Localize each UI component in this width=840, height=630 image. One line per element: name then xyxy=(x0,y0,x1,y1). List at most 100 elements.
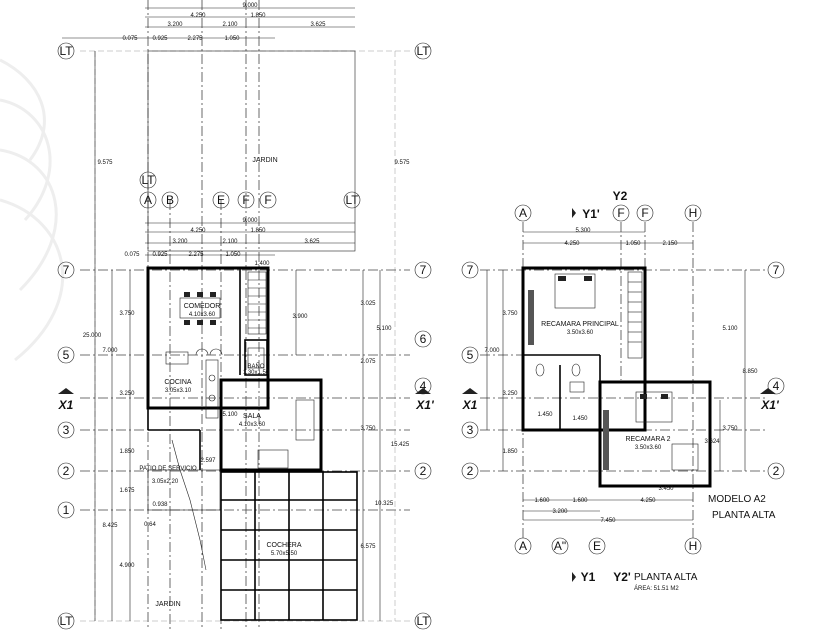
dim-r-top-c: 2.150 xyxy=(662,241,678,247)
dim-top-g: 0.925 xyxy=(152,36,168,42)
room-sala-size: 4.10x3.60 xyxy=(239,422,266,428)
dim-top-f: 0.075 xyxy=(122,36,138,42)
patio-path xyxy=(171,439,207,571)
row-2: 2 xyxy=(773,464,780,478)
dim-mid-extra: 1.400 xyxy=(254,261,270,267)
room-comedor: COMEDOR xyxy=(184,303,221,310)
dim-rr-2: 8.850 xyxy=(742,369,758,375)
toilet-fixture xyxy=(535,363,545,377)
dim-r-top-total: 5.300 xyxy=(575,228,591,234)
row-3: 3 xyxy=(63,423,70,437)
dim-small-3: 5.100 xyxy=(222,412,238,418)
room-recamara2-size: 3.50x3.60 xyxy=(635,445,662,451)
model-title: MODELO A2 xyxy=(708,494,766,505)
dim-inner-1: 1.450 xyxy=(537,412,553,418)
room-patio: PATIO DE SERVICIO xyxy=(139,466,197,472)
y1-marker-icon xyxy=(572,572,576,582)
dim-r-top-b: 1.050 xyxy=(625,241,641,247)
section-x1-label: X1 xyxy=(462,398,478,412)
desk-recamara2 xyxy=(671,443,699,471)
dim-left-9: 25.000 xyxy=(83,333,102,339)
right-right-dims: 5.100 8.850 3.750 3.624 xyxy=(704,270,758,471)
row-5: 5 xyxy=(467,348,474,362)
room-jardin-bottom: JARDIN xyxy=(155,601,180,608)
row-7: 7 xyxy=(420,263,427,277)
dim-r-top-a: 4.250 xyxy=(564,241,580,247)
bathroom-fixture xyxy=(247,347,265,369)
dim-right-4: 2.075 xyxy=(360,359,376,365)
row-2: 2 xyxy=(420,464,427,478)
dim-top-e: 3.625 xyxy=(310,22,326,28)
building-walls xyxy=(146,266,323,472)
watermark-swirl xyxy=(0,58,65,362)
lt-label: LT xyxy=(59,44,73,58)
y1-label: Y1 xyxy=(581,570,596,584)
toilet-fixture xyxy=(571,363,581,377)
dim-mid-b: 1.850 xyxy=(250,228,266,234)
row-7: 7 xyxy=(467,263,474,277)
dim-right-2: 3.025 xyxy=(360,301,376,307)
patio-outline xyxy=(147,469,221,511)
axis-a: A xyxy=(519,206,527,220)
right-axis-bubbles: A F F H Y2 Y1' xyxy=(514,189,702,222)
dim-mid-total: 9.000 xyxy=(242,218,258,224)
dim-left-7: 8.425 xyxy=(102,523,118,529)
room-cochera: COCHERA xyxy=(266,542,301,549)
room-bano: BAÑO xyxy=(247,363,264,370)
dim-left-5: 1.850 xyxy=(119,449,135,455)
level-title: PLANTA ALTA xyxy=(712,510,776,521)
dim-right-3: 3.900 xyxy=(292,314,308,320)
dim-inner-3: 3.450 xyxy=(658,486,674,492)
closet-principal xyxy=(528,290,534,345)
axis-e: E xyxy=(217,193,225,207)
row-7: 7 xyxy=(63,263,70,277)
right-stairs xyxy=(627,271,643,359)
row-4: 4 xyxy=(420,379,427,393)
dim-top-a: 4.250 xyxy=(190,13,206,19)
dim-right-5: 5.100 xyxy=(376,326,392,332)
dim-rb-4: 3.200 xyxy=(552,509,568,515)
row-axes xyxy=(80,269,410,511)
room-recamara2: RECAMARA 2 xyxy=(625,436,670,443)
axis-a-dprime: A" xyxy=(554,539,566,553)
dim-right-1: 9.575 xyxy=(394,160,410,166)
upper-floor-walls xyxy=(521,266,712,488)
y1p-label: Y1' xyxy=(582,207,600,221)
dim-rl-2: 7.000 xyxy=(484,348,500,354)
axis-f2: F xyxy=(641,206,648,220)
lt-markers: LT LT LT LT LT xyxy=(57,42,432,630)
dim-rb-5: 7.450 xyxy=(600,518,616,524)
dim-right-6: 3.750 xyxy=(360,426,376,432)
dim-mid-d: 2.100 xyxy=(222,239,238,245)
row-bubbles-left: 7 5 3 2 1 7 6 4 2 xyxy=(57,261,432,519)
jardin-lot-outline xyxy=(147,50,356,252)
bed-recamara2 xyxy=(635,391,673,423)
axis-h: H xyxy=(689,206,698,220)
dim-rr-3: 3.750 xyxy=(722,426,738,432)
dim-mid-i: 1.050 xyxy=(225,252,241,258)
row-3: 3 xyxy=(467,423,474,437)
axis-b: B xyxy=(166,193,174,207)
right-left-dims: 3.750 7.000 3.250 1.850 xyxy=(484,270,518,471)
axis-f: F xyxy=(617,206,624,220)
axis-a: A xyxy=(519,539,527,553)
dim-rl-4: 1.850 xyxy=(502,449,518,455)
sink-fixture xyxy=(569,381,585,393)
right-bottom-axes: A A" E H xyxy=(514,537,702,555)
dim-mid-g: 0.925 xyxy=(152,252,168,258)
dim-rb-1: 1.600 xyxy=(534,498,550,504)
room-jardin-top: JARDIN xyxy=(252,157,277,164)
left-dimension-column: 9.575 3.750 7.000 3.250 1.850 1.675 8.42… xyxy=(83,51,135,621)
top-dimension-chain: 9.000 4.250 1.850 3.200 2.100 3.625 0.07… xyxy=(62,3,355,42)
y2p-label: Y2' xyxy=(613,570,631,584)
room-bano-size: 1.30x1.50 xyxy=(243,370,270,376)
dim-mid-f: 0.075 xyxy=(124,252,140,258)
row-6: 6 xyxy=(420,332,427,346)
left-plan: 9.000 4.250 1.850 3.200 2.100 3.625 0.07… xyxy=(58,0,435,630)
living-furniture xyxy=(257,399,315,469)
closet-recamara2 xyxy=(603,410,609,470)
room-principal: RECAMARA PRINCIPAL xyxy=(541,321,619,328)
dim-small-4: 0.64 xyxy=(144,522,156,528)
dim-small-2: 0.938 xyxy=(152,502,168,508)
kitchen-counter xyxy=(165,348,223,419)
